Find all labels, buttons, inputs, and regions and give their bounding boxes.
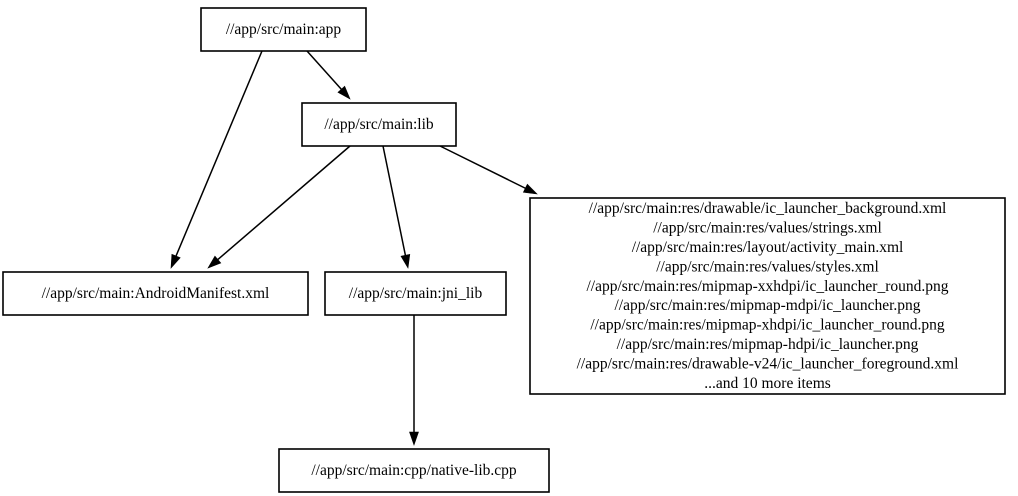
edge-app-to-manifest-arrowhead-icon — [170, 253, 181, 269]
edge-lib-to-manifest — [207, 145, 351, 269]
edge-app-to-manifest — [170, 50, 263, 269]
node-native-lib-cpp[interactable]: //app/src/main:cpp/native-lib.cpp — [278, 448, 550, 493]
edge-lib-to-jni — [382, 145, 411, 269]
edge-app-to-manifest-line — [174, 50, 263, 259]
edges-layer — [170, 50, 538, 446]
node-res-bundle-label-line-0: //app/src/main:res/drawable/ic_launcher_… — [589, 200, 947, 217]
node-app-box[interactable] — [200, 7, 367, 52]
node-res-bundle-label-line-7: //app/src/main:res/mipmap-hdpi/ic_launch… — [617, 336, 919, 353]
nodes-layer: //app/src/main:app //app/src/main:lib //ap… — [2, 7, 1006, 493]
node-android-manifest[interactable]: //app/src/main:AndroidManifest.xml — [2, 271, 309, 316]
node-native-lib-cpp-label-line-0: //app/src/main:cpp/native-lib.cpp — [311, 462, 517, 479]
edge-jni-to-native — [409, 315, 419, 446]
node-res-bundle-label-line-6: //app/src/main:res/mipmap-xhdpi/ic_launc… — [590, 317, 945, 334]
node-res-bundle-label-line-2: //app/src/main:res/layout/activity_main.… — [632, 239, 904, 256]
node-res-bundle-box[interactable] — [529, 197, 1006, 395]
node-res-bundle[interactable]: //app/src/main:res/drawable/ic_launcher_… — [529, 197, 1006, 395]
node-res-bundle-label-line-9: ...and 10 more items — [704, 375, 831, 392]
node-android-manifest-box[interactable] — [2, 271, 309, 316]
edge-jni-to-native-arrowhead-icon — [409, 431, 419, 446]
node-res-bundle-label-line-8: //app/src/main:res/drawable-v24/ic_launc… — [577, 355, 959, 372]
edge-lib-to-res — [439, 145, 538, 195]
node-res-bundle-label-line-5: //app/src/main:res/mipmap-mdpi/ic_launch… — [614, 297, 920, 314]
edge-lib-to-manifest-line — [215, 145, 351, 262]
node-lib-label-line-0: //app/src/main:lib — [324, 116, 434, 133]
edge-lib-to-jni-arrowhead-icon — [400, 253, 411, 269]
node-jni-lib-label-line-0: //app/src/main:jni_lib — [349, 285, 483, 302]
node-android-manifest-label-line-0: //app/src/main:AndroidManifest.xml — [42, 285, 270, 302]
edge-app-to-lib — [306, 50, 351, 100]
node-res-bundle-label-line-3: //app/src/main:res/values/styles.xml — [656, 258, 879, 275]
node-res-bundle-label-line-4: //app/src/main:res/mipmap-xxhdpi/ic_laun… — [586, 278, 948, 295]
node-res-bundle-label-line-1: //app/src/main:res/values/strings.xml — [653, 220, 882, 237]
node-jni-lib[interactable]: //app/src/main:jni_lib — [324, 271, 507, 316]
edge-lib-to-jni-line — [382, 145, 407, 258]
node-app-label-line-0: //app/src/main:app — [226, 21, 342, 38]
node-jni-lib-box[interactable] — [324, 271, 507, 316]
edge-lib-to-res-line — [439, 145, 528, 190]
edge-lib-to-manifest-arrowhead-icon — [207, 255, 222, 269]
node-native-lib-cpp-box[interactable] — [278, 448, 550, 493]
node-lib[interactable]: //app/src/main:lib — [301, 102, 457, 147]
edge-app-to-lib-arrowhead-icon — [337, 85, 351, 100]
node-lib-box[interactable] — [301, 102, 457, 147]
edge-app-to-lib-line — [306, 50, 344, 92]
edge-lib-to-res-arrowhead-icon — [522, 183, 538, 195]
node-app[interactable]: //app/src/main:app — [200, 7, 367, 52]
